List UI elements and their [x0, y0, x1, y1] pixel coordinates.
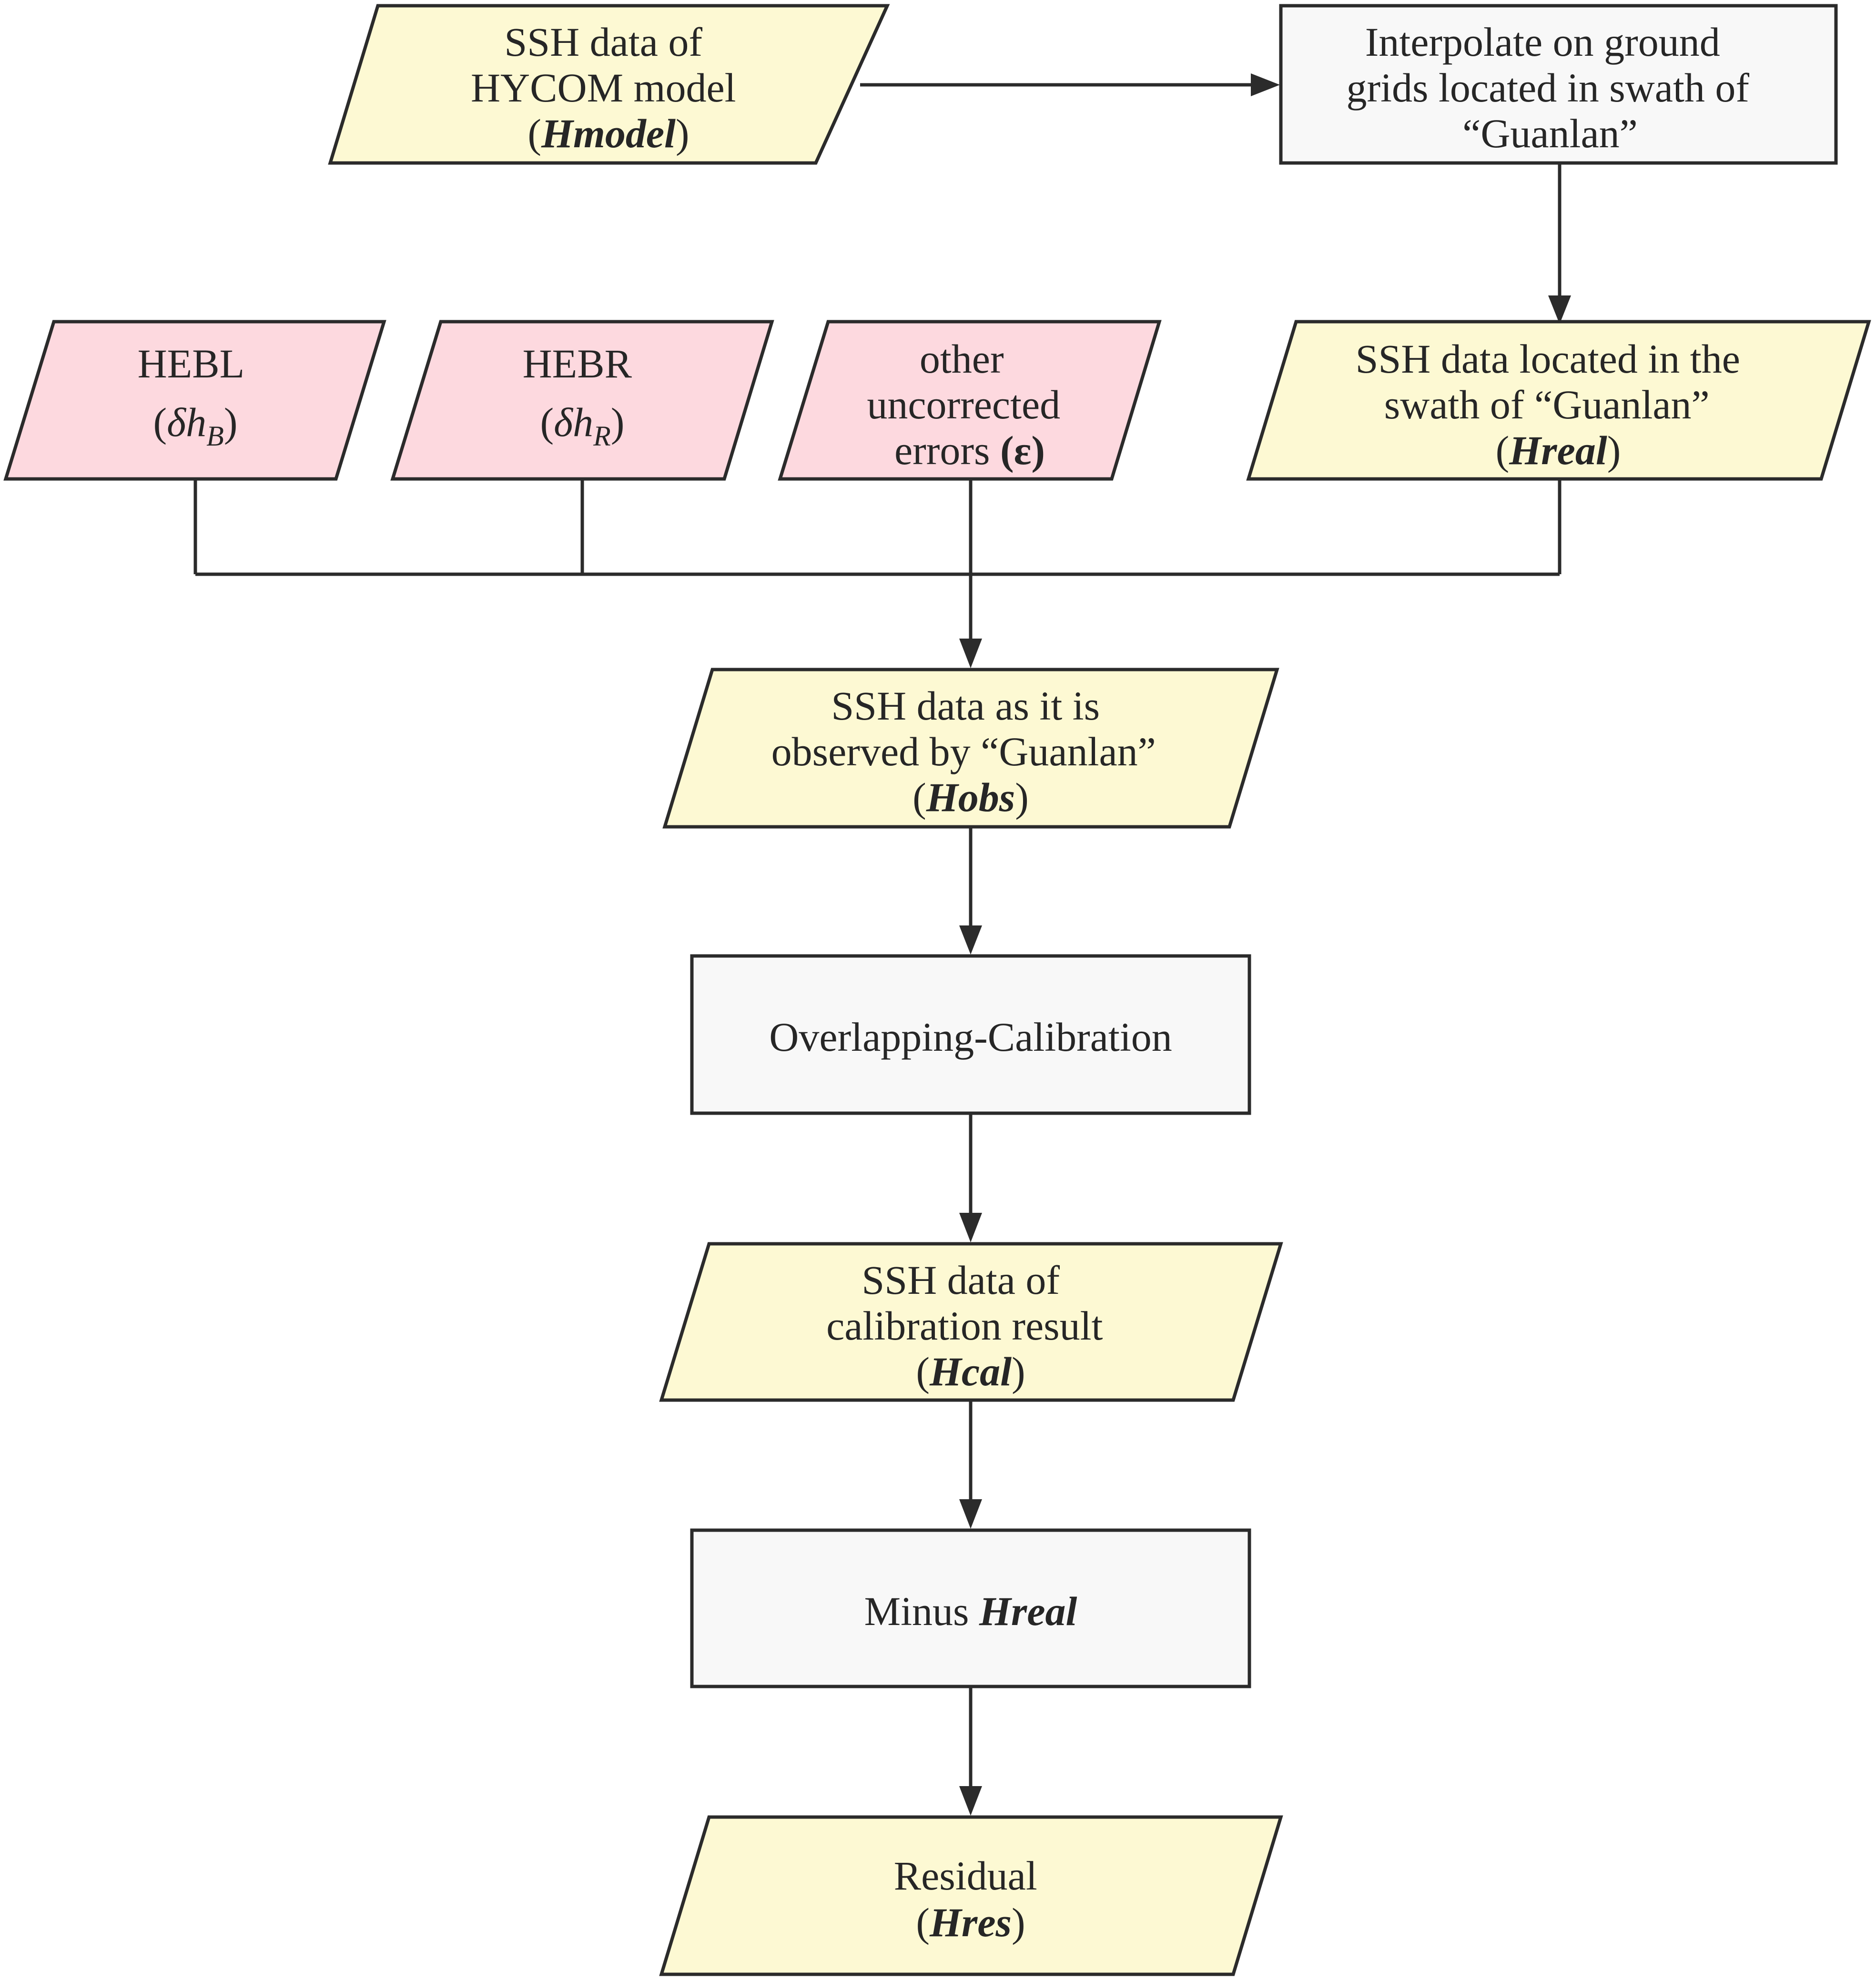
hreal-open: ( — [1496, 427, 1510, 473]
hebl-shape — [3, 320, 386, 481]
hres-shape — [659, 1815, 1283, 1976]
hobs-close: ) — [1015, 774, 1029, 820]
hmodel-symbol: Hmodel — [541, 111, 676, 156]
node-hmodel: SSH data of HYCOM model (Hmodel) — [328, 4, 890, 165]
hreal-close: ) — [1607, 427, 1621, 473]
hebl-line1: HEBL — [138, 341, 243, 386]
interpolate-line3: “Guanlan” — [1462, 111, 1638, 156]
node-hreal: SSH data located in the swath of “Guanla… — [1246, 320, 1871, 481]
node-interpolate: Interpolate on ground grids located in s… — [1279, 4, 1838, 165]
hebr-line1: HEBR — [523, 341, 632, 386]
hmodel-line2: HYCOM model — [471, 65, 736, 111]
hebl-var: h — [186, 399, 206, 445]
hobs-open: ( — [913, 774, 926, 820]
hmodel-shape — [328, 4, 890, 165]
hebl-delta: δ — [167, 399, 187, 445]
arrowhead-interpolate — [1251, 73, 1280, 96]
node-hebr: HEBR (δhR) — [390, 320, 774, 481]
node-minus-hreal: Minus Hreal — [690, 1528, 1251, 1688]
hmodel-close: ) — [676, 111, 690, 156]
hres-close: ) — [1012, 1900, 1025, 1945]
hcal-open: ( — [916, 1349, 930, 1394]
hcal-symbol: Hcal — [929, 1349, 1012, 1394]
hobs-line1: SSH data as it is — [831, 683, 1100, 729]
interpolate-line1: Interpolate on ground — [1365, 19, 1720, 65]
calibration-shape — [690, 954, 1251, 1115]
calibration-label: Overlapping-Calibration — [769, 1014, 1172, 1060]
hreal-shape — [1246, 320, 1871, 481]
hres-symbol: Hres — [929, 1900, 1012, 1945]
interpolate-line2: grids located in swath of — [1347, 65, 1750, 111]
hebl-open: ( — [153, 399, 167, 445]
arrowhead-hres — [959, 1786, 982, 1816]
hres-label: Residual (Hres) — [894, 1853, 1047, 1945]
hebl-sub: B — [206, 420, 224, 452]
arrowhead-minus — [959, 1499, 982, 1529]
arrowhead-hreal — [1548, 295, 1571, 324]
hcal-line2: calibration result — [826, 1303, 1103, 1349]
hres-line1: Residual — [894, 1853, 1037, 1899]
other-errors-label: other uncorrected errors (ε) — [867, 336, 1070, 473]
hcal-line1: SSH data of — [862, 1257, 1060, 1303]
connectors — [193, 73, 1571, 1816]
hebr-open: ( — [540, 399, 554, 445]
hebl-close: ) — [224, 399, 238, 445]
hres-open: ( — [916, 1900, 930, 1945]
hebr-delta: δ — [554, 399, 574, 445]
other-errors-shape — [778, 320, 1162, 481]
node-hobs: SSH data as it is observed by “Guanlan” … — [662, 668, 1279, 829]
hmodel-open: ( — [527, 111, 541, 156]
hobs-label: SSH data as it is observed by “Guanlan” … — [771, 683, 1166, 820]
node-hebl: HEBL (δhB) — [3, 320, 386, 481]
other-errors-line1: other — [920, 336, 1004, 382]
hebl-label: HEBL (δhB) — [138, 341, 254, 452]
node-hres: Residual (Hres) — [659, 1815, 1283, 1976]
hobs-symbol: Hobs — [926, 774, 1015, 820]
hobs-line2: observed by “Guanlan” — [771, 729, 1156, 774]
arrowhead-hcal — [959, 1213, 982, 1242]
interpolate-shape — [1279, 4, 1838, 165]
hobs-shape — [662, 668, 1279, 829]
hebr-label: HEBR (δhR) — [523, 341, 642, 452]
hreal-symbol: Hreal — [1509, 427, 1607, 473]
minus-hreal-shape — [690, 1528, 1251, 1688]
other-errors-line2: uncorrected — [867, 382, 1060, 427]
other-errors-symbol: (ε) — [1000, 427, 1045, 473]
hcal-shape — [659, 1242, 1283, 1402]
arrowhead-hobs — [959, 639, 982, 668]
hcal-label: SSH data of calibration result (Hcal) — [826, 1257, 1113, 1394]
hebr-sub: R — [593, 420, 611, 452]
hcal-close: ) — [1012, 1349, 1025, 1394]
hreal-line1: SSH data located in the — [1356, 336, 1740, 382]
arrowhead-calibration — [959, 925, 982, 955]
hmodel-label: SSH data of HYCOM model (Hmodel) — [471, 19, 746, 156]
interpolate-label: Interpolate on ground grids located in s… — [1347, 19, 1760, 156]
hmodel-line1: SSH data of — [504, 19, 702, 65]
minus-hreal-label: Minus Hreal — [864, 1588, 1077, 1634]
minus-symbol: Hreal — [979, 1588, 1077, 1634]
hreal-line2: swath of “Guanlan” — [1384, 382, 1710, 427]
node-hcal: SSH data of calibration result (Hcal) — [659, 1242, 1283, 1402]
hebr-shape — [390, 320, 774, 481]
hreal-label: SSH data located in the swath of “Guanla… — [1356, 336, 1751, 473]
node-calibration: Overlapping-Calibration — [690, 954, 1251, 1115]
minus-prefix: Minus — [864, 1588, 979, 1634]
other-errors-line3: errors — [894, 427, 1000, 473]
hebr-close: ) — [611, 399, 625, 445]
hebr-var: h — [573, 399, 593, 445]
node-other-errors: other uncorrected errors (ε) — [778, 320, 1162, 481]
